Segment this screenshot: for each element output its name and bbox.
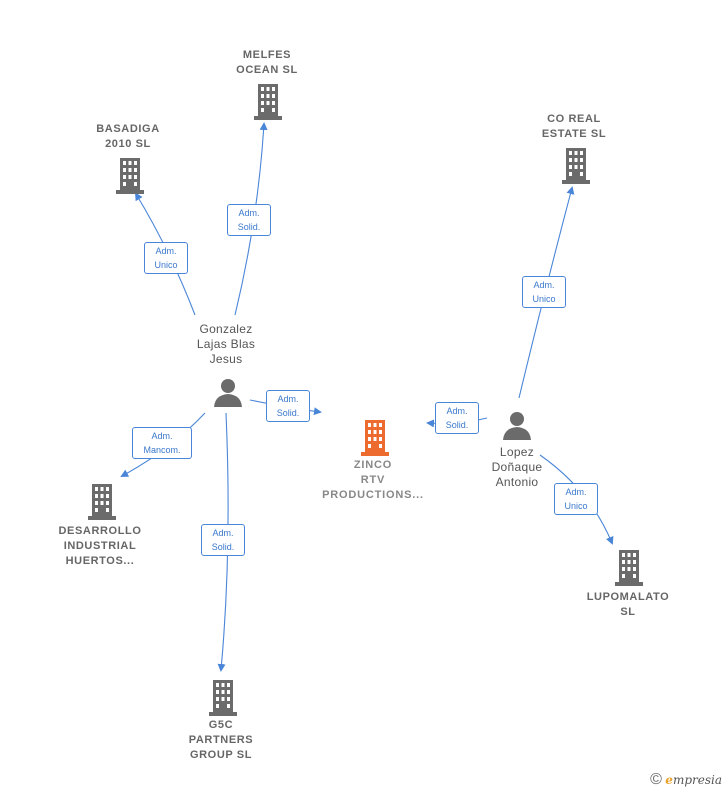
role-badge[interactable]: Adm. Solid. (227, 204, 271, 236)
role-badge[interactable]: Adm. Unico (144, 242, 188, 274)
person-node-lopez[interactable]: Lopez Doñaque Antonio (457, 445, 577, 490)
role-badge[interactable]: Adm. Solid. (266, 390, 310, 422)
main-building-icon[interactable] (359, 420, 391, 456)
main-company-label: ZINCO RTV PRODUCTIONS... (322, 459, 424, 501)
role-badge[interactable]: Adm. Solid. (201, 524, 245, 556)
person-icon[interactable] (502, 410, 532, 440)
footer-brand: © empresia (650, 771, 722, 789)
person-icon[interactable] (213, 377, 243, 407)
company-node-basadiga[interactable]: BASADIGA 2010 SL (58, 122, 198, 152)
company-label: MELFES OCEAN SL (236, 49, 298, 76)
company-label: DESARROLLO INDUSTRIAL HUERTOS... (58, 525, 142, 567)
copyright-icon: © (650, 771, 662, 788)
company-node-desarrollo[interactable]: DESARROLLO INDUSTRIAL HUERTOS... (30, 524, 170, 569)
role-badge[interactable]: Adm. Unico (554, 483, 598, 515)
person-node-gonzalez[interactable]: Gonzalez Lajas Blas Jesus (166, 322, 286, 367)
company-node-zinco[interactable]: ZINCO RTV PRODUCTIONS... (293, 458, 453, 503)
role-badge[interactable]: Adm. Solid. (435, 402, 479, 434)
company-label: BASADIGA 2010 SL (96, 123, 160, 150)
building-icon[interactable] (252, 84, 284, 120)
company-label: G5C PARTNERS GROUP SL (188, 719, 254, 761)
company-node-coreal[interactable]: CO REAL ESTATE SL (504, 112, 644, 142)
building-icon[interactable] (114, 158, 146, 194)
building-icon[interactable] (207, 680, 239, 716)
company-node-g5c[interactable]: G5C PARTNERS GROUP SL (151, 718, 291, 763)
building-icon[interactable] (86, 484, 118, 520)
building-icon[interactable] (560, 148, 592, 184)
role-badge[interactable]: Adm. Unico (522, 276, 566, 308)
company-label: CO REAL ESTATE SL (541, 113, 607, 140)
person-label: Gonzalez Lajas Blas Jesus (196, 322, 256, 366)
company-label: LUPOMALATO SL (586, 591, 670, 618)
building-icon[interactable] (613, 550, 645, 586)
role-badge[interactable]: Adm. Mancom. (132, 427, 192, 459)
company-node-lupomalato[interactable]: LUPOMALATO SL (558, 590, 698, 620)
empresia-logo: empresia (665, 773, 722, 787)
person-label: Lopez Doñaque Antonio (491, 445, 543, 489)
company-node-melfes[interactable]: MELFES OCEAN SL (197, 48, 337, 78)
